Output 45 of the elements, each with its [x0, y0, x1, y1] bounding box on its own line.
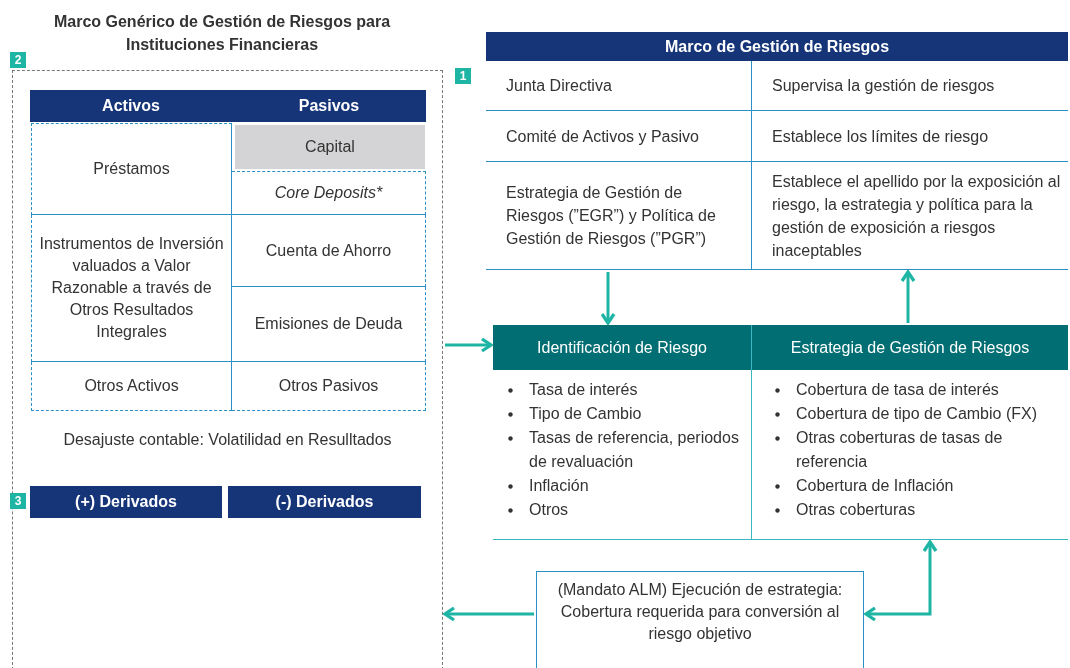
header-bar: Identificación de Riesgo [493, 325, 751, 370]
table-cell: Cuenta de Ahorro [232, 215, 426, 287]
table-cell: Instrumentos de Inversión valuados a Valor Razonable a través de Otros Resultados Integrales [31, 215, 232, 362]
table-cell: Establece el apellido por la exposición al riesgo, la estrategia y política para la gestión de exposición a riesgos inaceptables [752, 162, 1068, 270]
header-bar: Estrategia de Gestión de Riesgos [752, 325, 1068, 370]
bullet-item: Otras coberturas de tasas de referencia [796, 429, 1003, 470]
strategy-column [752, 325, 1068, 540]
derivatives-bar: (+) Derivados [30, 486, 222, 518]
table-cell: Emisiones de Deuda [232, 287, 426, 362]
arrow [445, 337, 493, 353]
table-cell: Comité de Activos y Pasivo [486, 111, 752, 162]
bullet-item: Otros [529, 501, 569, 518]
bullet-item: Cobertura de tasa de interés [796, 381, 999, 398]
table-cell: Establece los límites de riesgo [752, 111, 1068, 162]
number-badge: 2 [10, 52, 26, 68]
title: Marco Genérico de Gestión de Riesgos para Instituciones Financieras [52, 12, 392, 55]
risk-column [493, 325, 752, 540]
bullet-item: Tipo de Cambio [529, 405, 642, 422]
bullet-item: Tasa de interés [529, 381, 638, 398]
table-cell: Otros Activos [31, 362, 232, 411]
derivatives-bar: (-) Derivados [228, 486, 421, 518]
arrow [900, 270, 916, 323]
table-cell: Supervisa la gestión de riesgos [752, 61, 1068, 111]
note-text: Desajuste contable: Volatilidad en Resulltados [62, 431, 393, 449]
bullet-item: Otras coberturas [796, 501, 916, 518]
arrow [443, 606, 534, 622]
table-cell: Core Deposits* [232, 171, 426, 215]
strategy-box: (Mandato ALM) Ejecución de estrategia: Cobertura requerida para conversión al riesgo objetivo [536, 571, 864, 668]
table-cell: Otros Pasivos [232, 362, 426, 411]
arrow [864, 540, 938, 622]
bullet-item: Cobertura de Inflación [796, 477, 954, 494]
table-cell: Estrategia de Gestión de Riesgos (”EGR”) y Política de Gestión de Riesgos (”PGR”) [486, 162, 752, 270]
dashed-frame [12, 70, 443, 668]
header-bar: Marco de Gestión de Riesgos [486, 32, 1068, 61]
bullet-item: Cobertura de tipo de Cambio (FX) [796, 405, 1037, 422]
table-cell: Capital [235, 125, 425, 169]
bullet-item: Tasas de referencia, periodos de revaluación [529, 429, 739, 470]
table-cell: Préstamos [31, 123, 232, 215]
arrow [600, 272, 616, 325]
bullet-item: Inflación [529, 477, 589, 494]
column-header: Activos [30, 90, 232, 122]
table-cell: Junta Directiva [486, 61, 752, 111]
number-badge: 1 [455, 68, 471, 84]
column-header: Pasivos [232, 90, 426, 122]
number-badge: 3 [10, 493, 26, 509]
